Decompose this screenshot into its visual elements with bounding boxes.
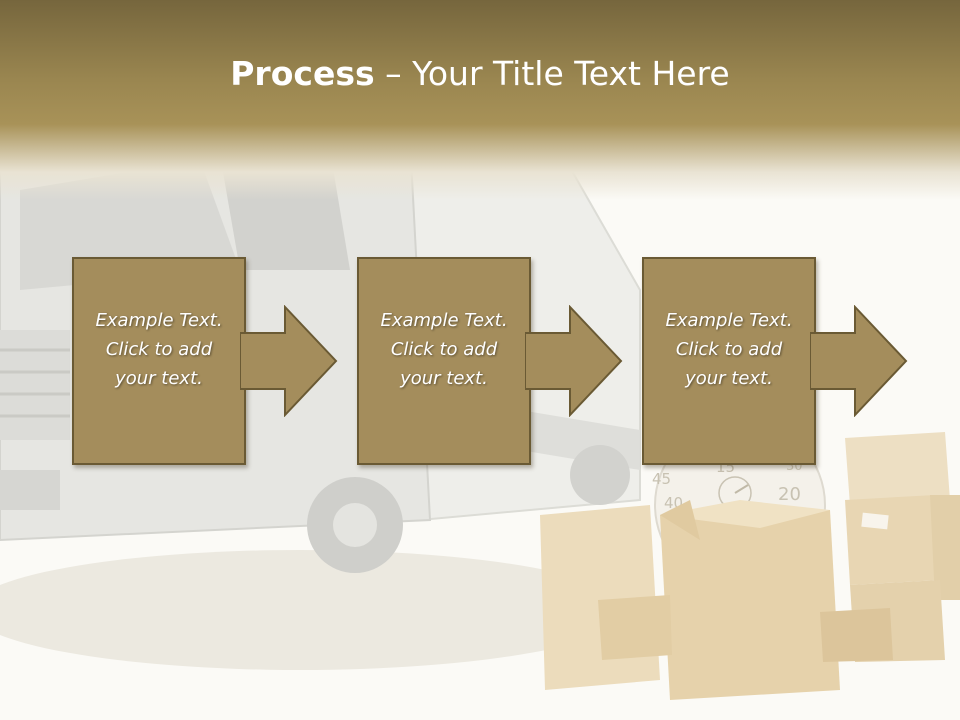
title-rest-part: – Your Title Text Here <box>374 54 730 93</box>
right-arrow-icon <box>240 305 338 417</box>
gauge-number: 45 <box>652 470 671 488</box>
process-step-text[interactable]: Example Text. Click to add your text. <box>665 309 793 389</box>
stacked-cardboard-box <box>845 495 940 585</box>
process-step-box[interactable]: Example Text. Click to add your text. <box>642 257 816 465</box>
small-cardboard-box <box>598 595 672 660</box>
stacked-cardboard-box <box>845 432 950 505</box>
title-bold-part: Process <box>230 54 375 93</box>
process-step-text[interactable]: Example Text. Click to add your text. <box>95 309 223 389</box>
truck-rear-wheel <box>570 445 630 505</box>
right-arrow-icon <box>525 305 623 417</box>
box-label <box>861 512 889 530</box>
gauge-number: 20 <box>778 484 801 505</box>
truck-bumper <box>0 470 60 510</box>
process-step-text[interactable]: Example Text. Click to add your text. <box>380 309 508 389</box>
open-cardboard-box <box>660 510 840 700</box>
right-arrow-icon <box>810 305 908 417</box>
small-cardboard-box <box>820 608 893 662</box>
process-step-box[interactable]: Example Text. Click to add your text. <box>357 257 531 465</box>
process-step-box[interactable]: Example Text. Click to add your text. <box>72 257 246 465</box>
ground-shadow <box>0 550 630 670</box>
header-band <box>0 0 960 200</box>
slide-title[interactable]: Process – Your Title Text Here <box>0 52 960 96</box>
truck-grille <box>0 330 70 440</box>
